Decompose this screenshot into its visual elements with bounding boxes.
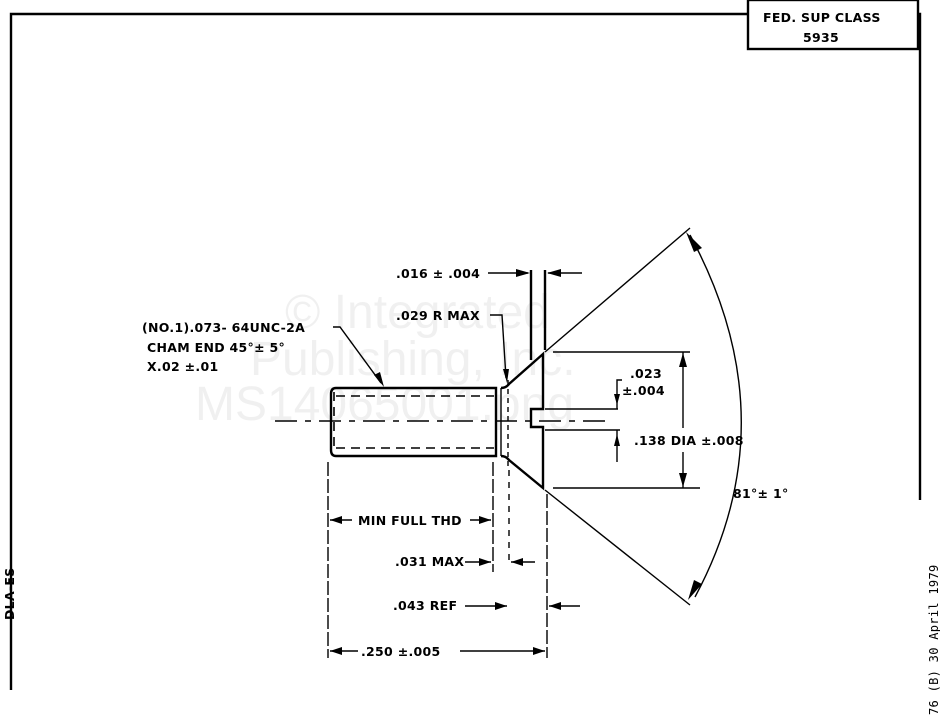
- underhead-max-label: .031 MAX: [395, 554, 464, 569]
- watermark-line-3: MS14065001.png: [195, 378, 574, 431]
- watermark-line-1: © Integrated: [285, 286, 550, 339]
- extension-lines: [327, 462, 548, 658]
- min-full-thread-dimension: MIN FULL THD: [330, 513, 491, 528]
- fillet-radius-label: .029 R MAX: [396, 308, 480, 323]
- thread-spec-label: (NO.1).073- 64UNC-2A: [142, 320, 305, 335]
- chamfer-label: CHAM END 45°± 5°: [147, 340, 285, 355]
- ref-length-dimension: .043 REF: [393, 598, 580, 613]
- fed-sup-class-value: 5935: [803, 30, 839, 45]
- head-height-label: .016 ± .004: [396, 266, 480, 281]
- title-block: FED. SUP CLASS 5935: [746, 0, 920, 51]
- slot-depth-dimension: .023 ±.004: [545, 366, 665, 462]
- watermark-line-2: Publishing, Inc.: [250, 333, 576, 386]
- dla-es-label: DLA-ES: [2, 567, 17, 620]
- watermark: © Integrated Publishing, Inc. MS14065001…: [195, 286, 576, 431]
- head-angle-label: 81°± 1°: [733, 486, 789, 501]
- screw-shank: [329, 386, 502, 458]
- min-full-thread-label: MIN FULL THD: [358, 513, 462, 528]
- fillet-radius-callout: .029 R MAX: [396, 308, 509, 383]
- ref-length-label: .043 REF: [393, 598, 457, 613]
- slot-depth-tolerance-label: ±.004: [622, 383, 665, 398]
- chamfer-size-label: X.02 ±.01: [147, 359, 218, 374]
- drawing-border: [9, 12, 922, 690]
- screw-head: [500, 351, 545, 491]
- thread-callout: (NO.1).073- 64UNC-2A CHAM END 45°± 5° X.…: [142, 320, 384, 387]
- revision-date-label: 76 (B) 30 April 1979: [927, 565, 940, 716]
- head-diameter-label: .138 DIA ±.008: [634, 433, 744, 448]
- head-height-dimension: .016 ± .004: [396, 266, 582, 360]
- underhead-max-dimension: .031 MAX: [395, 554, 535, 569]
- head-diameter-dimension: .138 DIA ±.008: [553, 351, 744, 489]
- fed-sup-class-label: FED. SUP CLASS: [763, 10, 881, 25]
- overall-length-label: .250 ±.005: [361, 644, 441, 659]
- head-angle-dimension: 81°± 1°: [544, 227, 789, 606]
- overall-length-dimension: .250 ±.005: [330, 644, 545, 659]
- slot-depth-label: .023: [630, 366, 662, 381]
